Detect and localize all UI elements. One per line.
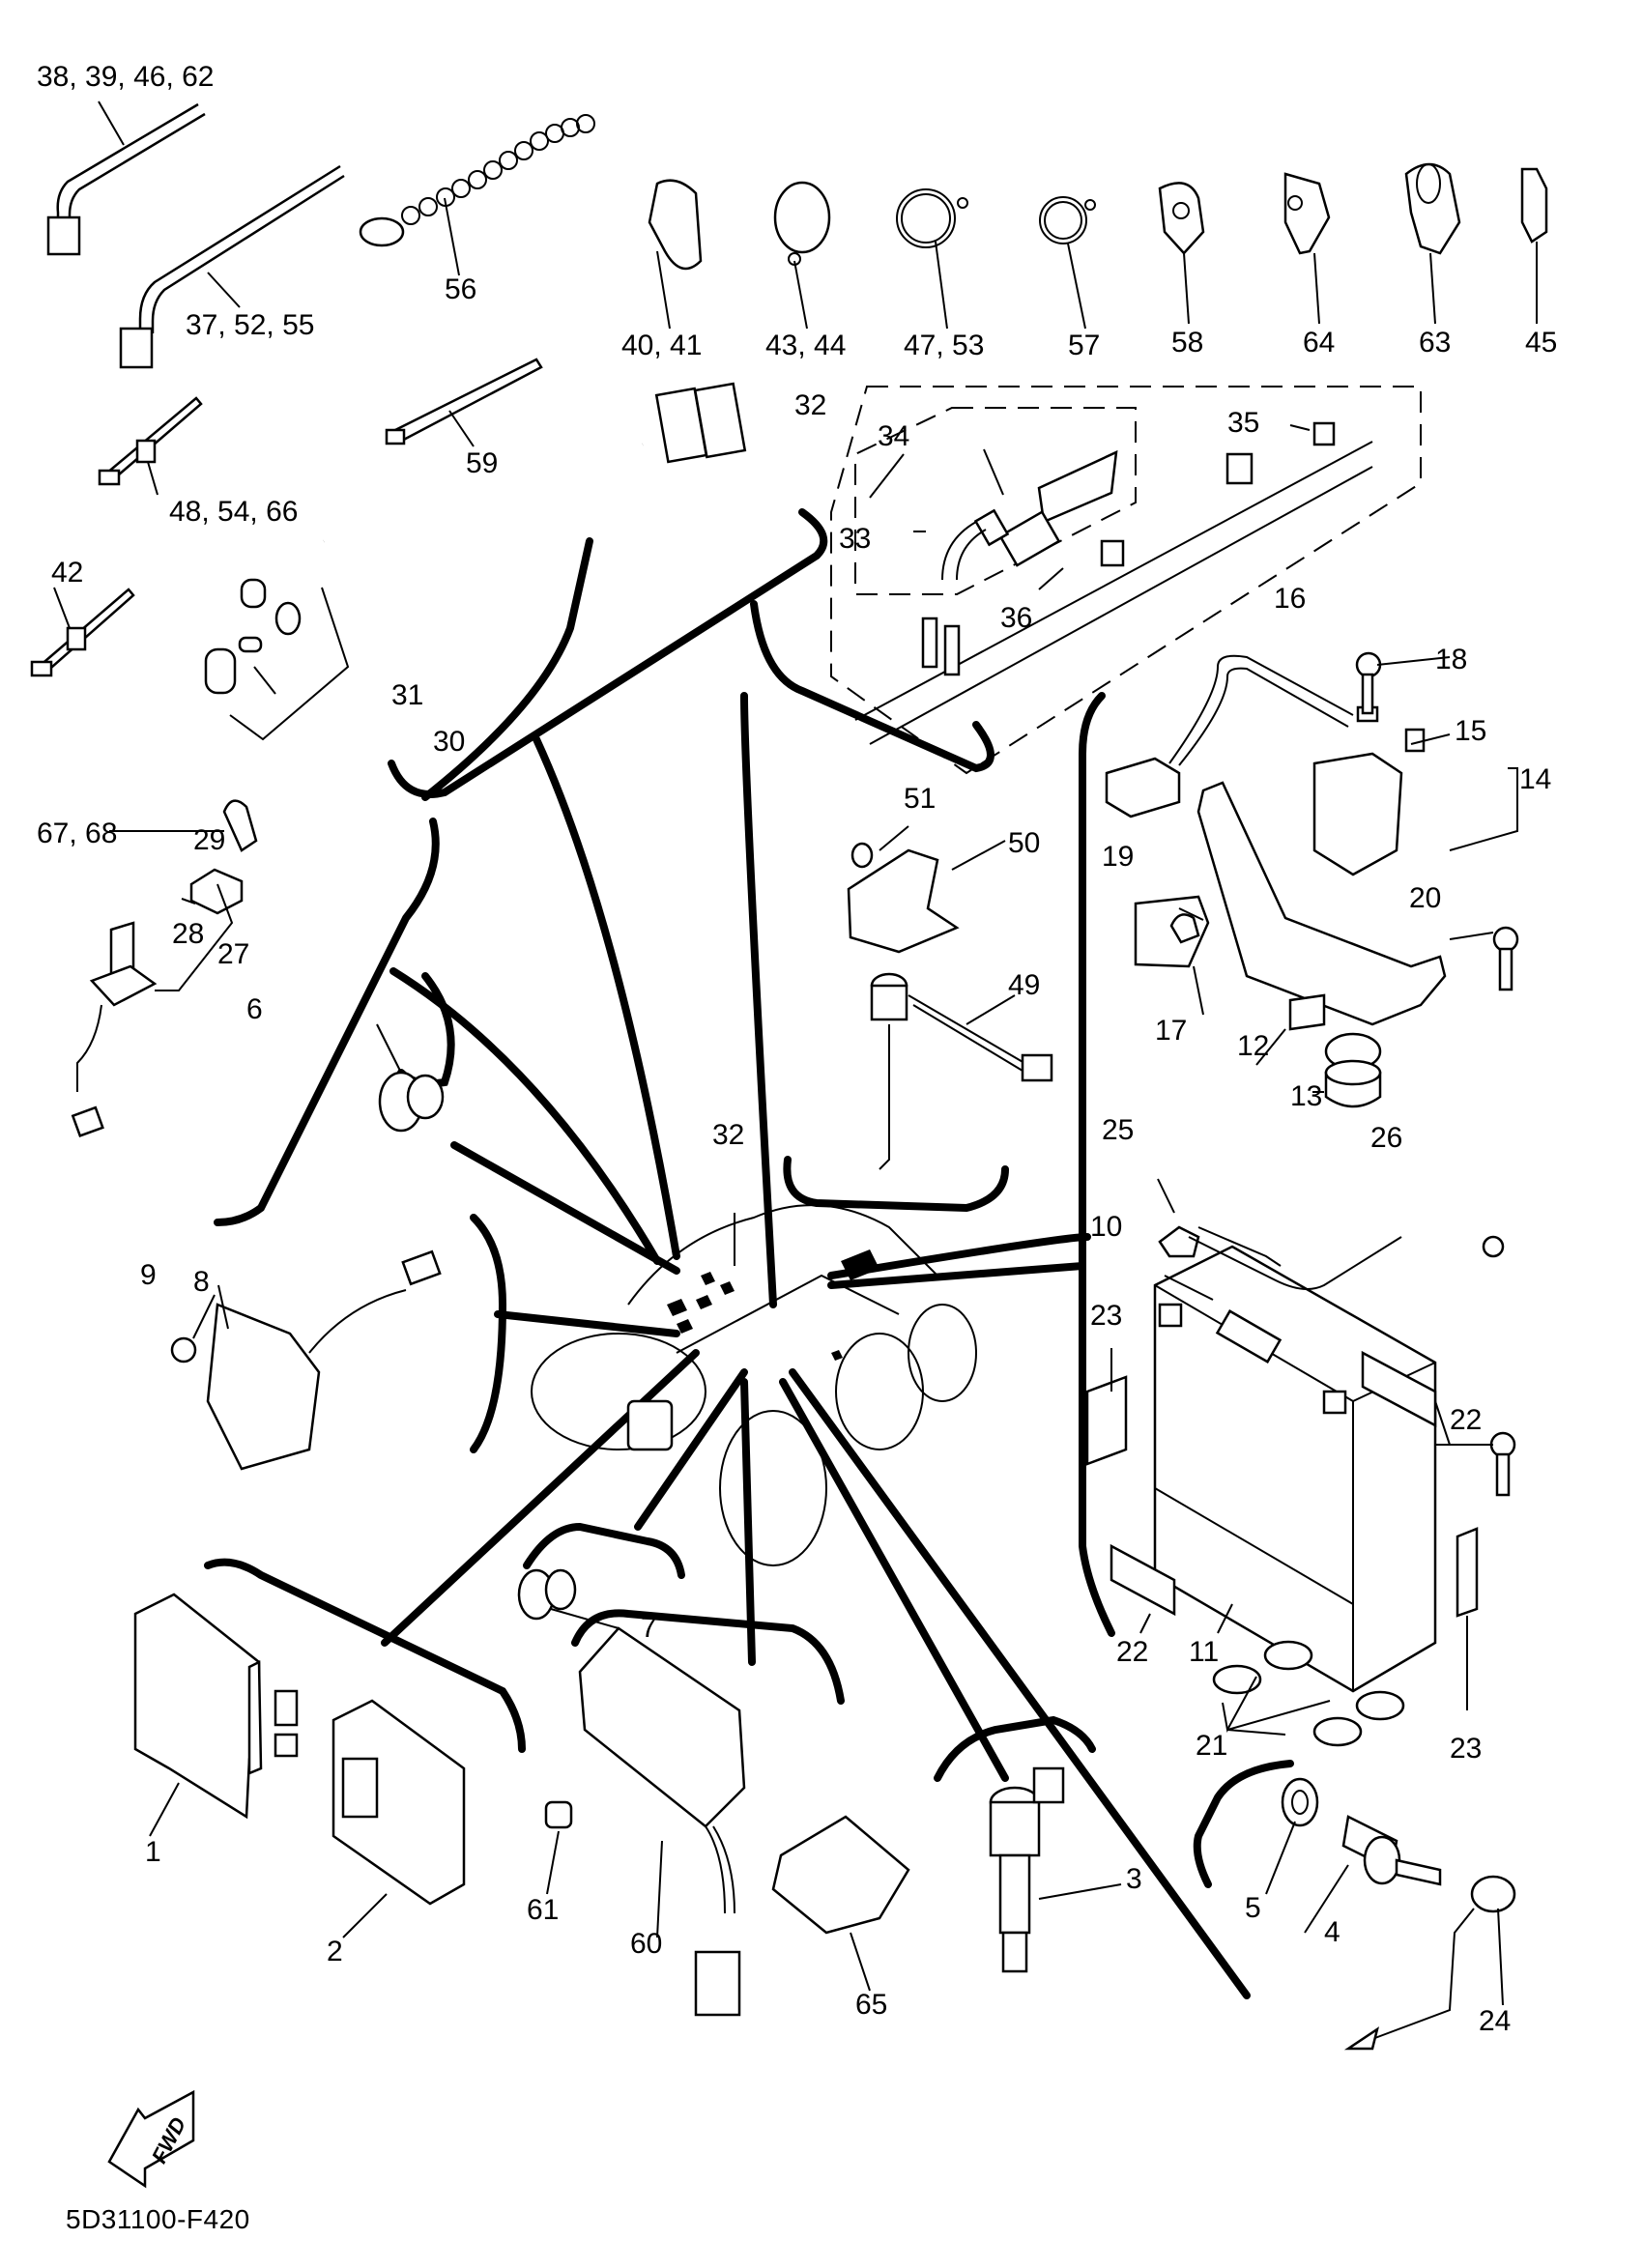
callout-14[interactable]: 14 <box>1519 763 1552 795</box>
callout-12[interactable]: 12 <box>1237 1030 1270 1062</box>
callout-33[interactable]: 33 <box>839 523 872 555</box>
socket-cord-icon <box>204 382 747 741</box>
holder-45-icon <box>1520 167 1548 324</box>
sensor-7-icon <box>517 1568 620 1629</box>
wire-clip-47-icon <box>896 188 968 330</box>
callout-30[interactable]: 30 <box>433 726 466 758</box>
cable-tie-59-icon <box>385 358 543 447</box>
coupler-65-icon <box>771 1815 910 1992</box>
harness-lines <box>381 537 1251 1999</box>
callout-59[interactable]: 59 <box>466 447 499 479</box>
clamp-63-icon <box>1404 162 1461 325</box>
spark-plug-icon <box>1304 1815 1442 1934</box>
callout-50[interactable]: 50 <box>1008 827 1041 859</box>
cdi-unit-icon <box>133 1593 299 1837</box>
wire-clip-57-icon <box>1039 196 1096 330</box>
callout-23-bottom[interactable]: 23 <box>1450 1733 1483 1765</box>
callout-57[interactable]: 57 <box>1068 330 1101 361</box>
callout-15[interactable]: 15 <box>1455 715 1487 747</box>
callout-58[interactable]: 58 <box>1171 327 1204 359</box>
callout-38-39-46-62[interactable]: 38, 39, 46, 62 <box>37 61 215 93</box>
callout-42[interactable]: 42 <box>51 557 84 589</box>
callout-7[interactable]: 7 <box>641 1612 657 1644</box>
callout-49[interactable]: 49 <box>1008 969 1041 1001</box>
callout-65[interactable]: 65 <box>855 1989 888 2021</box>
callout-29[interactable]: 29 <box>193 824 226 856</box>
callout-61[interactable]: 61 <box>527 1894 560 1926</box>
callout-1[interactable]: 1 <box>145 1836 161 1868</box>
callout-22-right[interactable]: 22 <box>1450 1404 1483 1436</box>
callout-22-bottom[interactable]: 22 <box>1116 1636 1149 1668</box>
callout-64[interactable]: 64 <box>1303 327 1336 359</box>
callout-2[interactable]: 2 <box>327 1936 343 1967</box>
callout-32-top[interactable]: 32 <box>794 389 827 421</box>
group-outlines <box>204 508 1294 1888</box>
clamp-43-icon <box>773 181 831 330</box>
gasket-icon <box>1265 1777 1319 1895</box>
callout-26[interactable]: 26 <box>1370 1122 1403 1154</box>
brake-switch-icon <box>847 825 1053 1170</box>
plug-cap-icon <box>1343 1875 1516 2051</box>
callout-11[interactable]: 11 <box>1189 1636 1220 1668</box>
callout-13[interactable]: 13 <box>1290 1080 1323 1112</box>
callout-47-53[interactable]: 47, 53 <box>904 330 985 361</box>
battery-icon <box>1085 1178 1505 1710</box>
callout-6[interactable]: 6 <box>246 993 263 1025</box>
callout-45[interactable]: 45 <box>1525 327 1558 359</box>
callout-19[interactable]: 19 <box>1102 841 1135 873</box>
atv-body-icon <box>531 1204 977 1566</box>
callout-40-41[interactable]: 40, 41 <box>621 330 703 361</box>
callout-28[interactable]: 28 <box>172 918 205 950</box>
harness-32-group <box>830 386 1422 775</box>
drawing-code: 5D31100-F420 <box>66 2204 250 2234</box>
callout-25[interactable]: 25 <box>1102 1114 1135 1146</box>
callout-3[interactable]: 3 <box>1126 1863 1142 1895</box>
callout-43-44[interactable]: 43, 44 <box>765 330 847 361</box>
fwd-arrow-icon <box>107 2089 195 2189</box>
band-42-icon <box>30 587 135 677</box>
callout-24[interactable]: 24 <box>1479 2005 1512 2037</box>
starter-relay-assembly <box>1105 651 1519 1497</box>
callout-36[interactable]: 36 <box>1000 602 1033 634</box>
callout-37-52-55[interactable]: 37, 52, 55 <box>186 309 315 341</box>
callout-4[interactable]: 4 <box>1324 1916 1340 1948</box>
callout-5[interactable]: 5 <box>1245 1892 1261 1924</box>
bead-band-icon <box>359 114 595 276</box>
callout-63[interactable]: 63 <box>1419 327 1452 359</box>
callout-10[interactable]: 10 <box>1090 1211 1123 1243</box>
callout-23-left[interactable]: 23 <box>1090 1300 1123 1332</box>
callout-48-54-66[interactable]: 48, 54, 66 <box>169 496 299 528</box>
cable-tie-short-icon <box>46 100 206 256</box>
callout-9[interactable]: 9 <box>140 1259 157 1291</box>
rectifier-regulator-icon <box>170 1249 442 1471</box>
callout-27[interactable]: 27 <box>217 938 250 970</box>
sensor-6-icon <box>376 1023 445 1133</box>
tps-sensor-icon <box>544 1626 746 2017</box>
callout-31[interactable]: 31 <box>391 679 424 711</box>
callout-17[interactable]: 17 <box>1155 1015 1188 1047</box>
callout-56[interactable]: 56 <box>445 273 477 305</box>
callout-34[interactable]: 34 <box>878 420 910 452</box>
dampers-icon <box>1212 1640 1405 1747</box>
callout-16[interactable]: 16 <box>1274 583 1307 615</box>
callout-51[interactable]: 51 <box>904 783 937 815</box>
callout-67-68[interactable]: 67, 68 <box>37 818 118 849</box>
callout-18[interactable]: 18 <box>1435 644 1468 675</box>
cable-tie-long-icon <box>119 164 345 369</box>
band-48-icon <box>98 396 203 496</box>
callout-35[interactable]: 35 <box>1227 407 1260 439</box>
clamp-40-icon <box>648 179 703 330</box>
clamp-58-icon <box>1158 182 1205 325</box>
callout-20[interactable]: 20 <box>1409 882 1442 914</box>
main-switch-icon <box>71 799 258 1137</box>
callout-32-mid[interactable]: 32 <box>712 1119 745 1151</box>
callout-21[interactable]: 21 <box>1196 1730 1228 1762</box>
callout-60[interactable]: 60 <box>630 1928 663 1960</box>
clamp-64-icon <box>1283 172 1331 325</box>
ignition-coil-icon <box>989 1766 1122 1973</box>
cdi-cover-icon <box>331 1699 466 1938</box>
callout-8[interactable]: 8 <box>193 1266 210 1298</box>
